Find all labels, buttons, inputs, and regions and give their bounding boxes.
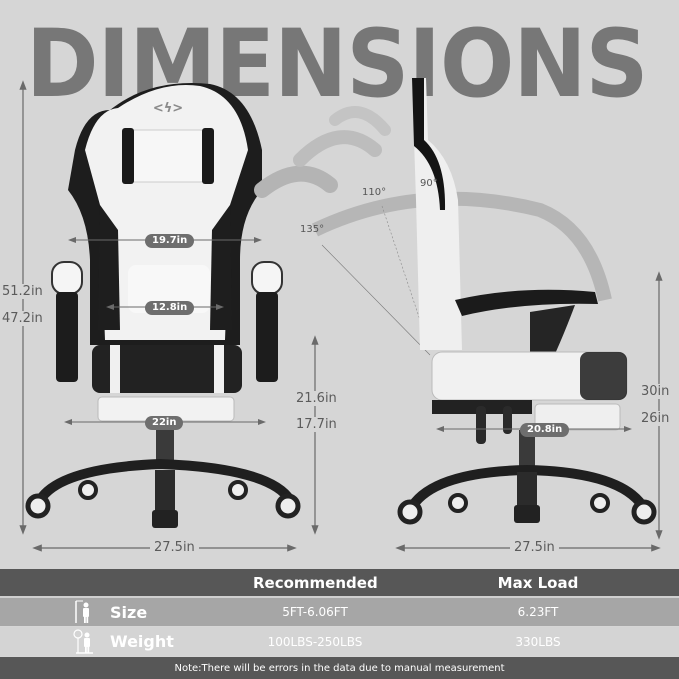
- recline-angle-110: 110°: [362, 187, 387, 198]
- weight-max-load: 330LBS: [515, 634, 561, 649]
- measurement-note: Note:There will be errors in the data du…: [0, 657, 679, 679]
- armrest-height-min-label: 26in: [641, 411, 670, 426]
- height-person-icon: [75, 600, 89, 623]
- table-row-weight: Weight 100LBS-250LBS 330LBS: [0, 627, 679, 656]
- armrest-height-max-label: 30in: [641, 384, 670, 399]
- weight-label: Weight: [110, 632, 174, 651]
- recline-angle-135: 135°: [300, 224, 325, 235]
- side-chair-image: [254, 78, 657, 525]
- backrest-width-label: 19.7in: [145, 234, 195, 248]
- lumbar-width-label: 12.8in: [145, 301, 195, 315]
- size-max-load: 6.23FT: [517, 605, 559, 619]
- total-height-min-label: 47.2in: [2, 311, 43, 326]
- header-max-load: Max Load: [497, 573, 579, 592]
- size-label: Size: [110, 602, 148, 622]
- weight-recommended: 100LBS-250LBS: [267, 634, 363, 649]
- seat-depth-label: 20.8in: [520, 423, 570, 437]
- svg-text:<ϟ>: <ϟ>: [153, 101, 183, 116]
- side-base-width-label: 27.5in: [510, 541, 559, 554]
- page-title: DIMENSIONS: [26, 10, 649, 119]
- size-recommended: 5FT-6.06FT: [282, 605, 348, 619]
- seat-height-min-label: 17.7in: [296, 417, 337, 432]
- spec-table: Recommended Max Load Size 5FT-6.06FT 6.2…: [0, 569, 679, 679]
- table-row-size: Size 5FT-6.06FT 6.23FT: [0, 598, 679, 626]
- front-base-width-label: 27.5in: [150, 541, 199, 554]
- seat-height-max-label: 21.6in: [296, 391, 337, 406]
- table-header-row: Recommended Max Load: [0, 569, 679, 596]
- seat-width-label: 22in: [145, 416, 184, 430]
- front-chair-image: <ϟ>: [25, 83, 301, 528]
- total-height-max-label: 51.2in: [2, 284, 43, 299]
- chair-illustrations: <ϟ>: [19, 78, 663, 552]
- weight-person-icon: [73, 628, 93, 654]
- header-recommended: Recommended: [253, 573, 378, 592]
- recline-angle-90: 90°: [420, 178, 438, 189]
